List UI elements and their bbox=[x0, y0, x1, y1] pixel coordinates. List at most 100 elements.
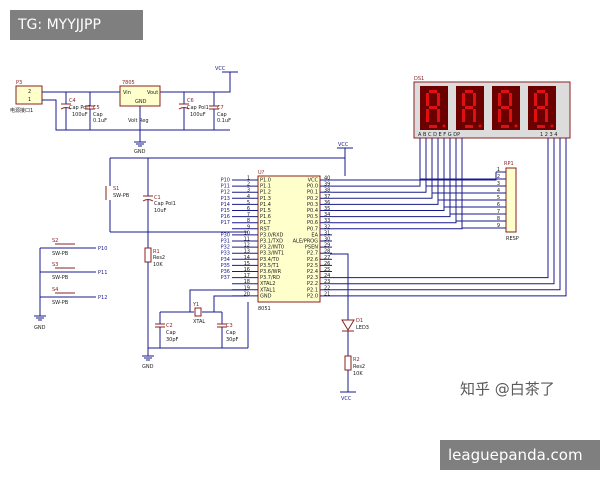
mcu-left-pin-name: XTAL2 bbox=[260, 281, 275, 287]
reg-name: Volt Reg bbox=[128, 118, 149, 124]
ds1-seg-letters: A B C D E F G DP bbox=[418, 132, 460, 138]
mcu-left-pin-net: P32 bbox=[221, 245, 230, 251]
reg-gnd: GND bbox=[135, 99, 147, 105]
c2-type: Cap bbox=[166, 330, 176, 336]
mcu-left-pin-net: P12 bbox=[221, 190, 230, 196]
digit-segment bbox=[545, 93, 548, 106]
seven-seg-digit bbox=[420, 86, 448, 130]
led-net bbox=[330, 253, 349, 320]
c4-val: 100uF bbox=[72, 112, 88, 118]
s1-type: SW-PB bbox=[113, 193, 130, 199]
rp1-body bbox=[505, 167, 517, 233]
mcu-left-pin-net: P11 bbox=[221, 184, 230, 190]
segment-to-rp bbox=[437, 199, 496, 205]
digit-segment bbox=[465, 106, 473, 109]
mcu-left-pin-num: 12 bbox=[244, 243, 250, 249]
mcu-right-pin-name: P2.0 bbox=[307, 293, 318, 299]
s3-ref: S3 bbox=[52, 262, 58, 268]
rp1-common bbox=[332, 172, 497, 181]
reg-ref: 7805 bbox=[122, 80, 135, 86]
mcu-left-pin-net: P13 bbox=[221, 196, 230, 202]
mcu-left-pin-name: P1.4 bbox=[260, 202, 271, 208]
reg-vout: Vout bbox=[147, 90, 158, 96]
r1-ref: R1 bbox=[153, 249, 160, 255]
segment-to-rp bbox=[443, 206, 496, 211]
mcu-left-pin-num: 5 bbox=[247, 200, 250, 206]
digit-segment bbox=[509, 93, 512, 106]
mcu-right-pin-num: 27 bbox=[324, 255, 330, 261]
s1-ref: S1 bbox=[113, 186, 119, 192]
mcu-right-pin-name: P2.5 bbox=[307, 263, 318, 269]
digit-dp bbox=[442, 124, 446, 128]
mcu-right-pin-name: P2.2 bbox=[307, 281, 318, 287]
segment-to-rp bbox=[455, 220, 496, 223]
mcu-right-pin-name: VCC bbox=[308, 178, 319, 184]
mcu-right-pin-num: 21 bbox=[324, 291, 330, 297]
y1-ref: Y1 bbox=[192, 302, 199, 308]
rp1-pin-num: 4 bbox=[497, 188, 500, 194]
digit-segment bbox=[537, 125, 545, 128]
mcu-right-pin-num: 31 bbox=[324, 230, 330, 236]
digit-segment bbox=[462, 93, 465, 106]
mcu-left-pin-name: P1.7 bbox=[260, 220, 271, 226]
mcu-left-pin-num: 8 bbox=[247, 218, 250, 224]
c5-type: Cap bbox=[93, 112, 103, 118]
mcu-left-pin-num: 7 bbox=[247, 212, 250, 218]
mcu-left-pin-net: P35 bbox=[221, 263, 230, 269]
mcu-right-pin-name: P2.6 bbox=[307, 257, 318, 263]
digit-segment bbox=[429, 106, 437, 109]
digit-select-line bbox=[332, 138, 561, 291]
s3-type: SW-PB bbox=[52, 275, 69, 281]
c7-ref: C7 bbox=[217, 105, 224, 111]
ds1-digit-numbers: 1 2 3 4 bbox=[540, 132, 558, 138]
mcu-right-pin-name: P0.7 bbox=[307, 226, 318, 232]
mcu-left-pin-name: XTAL1 bbox=[260, 287, 275, 293]
mcu-right-pin-name: P0.0 bbox=[307, 184, 318, 190]
rp1-type: RESP bbox=[506, 236, 519, 242]
digit-segment bbox=[545, 109, 548, 122]
mcu-left-pin-num: 3 bbox=[247, 188, 250, 194]
crystal-section: Y1 XTAL C2 Cap 30pF C3 Cap 30pF bbox=[148, 289, 249, 349]
mcu-right-pin-name: P0.1 bbox=[307, 190, 318, 196]
reg-vin: Vin bbox=[123, 90, 131, 96]
digit-segment bbox=[462, 109, 465, 122]
mcu-right-pin-name: P0.2 bbox=[307, 196, 318, 202]
mcu-right-pin-num: 29 bbox=[324, 243, 330, 249]
c7-val: 0.1uF bbox=[217, 118, 231, 124]
c6-ref: C6 bbox=[187, 98, 194, 104]
mcu-left-pin-name: P3.0/RXD bbox=[260, 232, 284, 238]
digit-segment bbox=[437, 93, 440, 106]
digit-segment bbox=[534, 109, 537, 122]
segment-to-rp bbox=[461, 227, 496, 229]
mcu-right-pin-name: ALE/PROG bbox=[293, 239, 318, 245]
mcu-right-pin-num: 26 bbox=[324, 261, 330, 267]
digit-select-line bbox=[332, 138, 567, 297]
mcu-right-pin-num: 33 bbox=[324, 218, 330, 224]
xtal2-net bbox=[189, 289, 248, 312]
c2-val: 30pF bbox=[166, 337, 179, 343]
mcu-right-pin-name: P0.4 bbox=[307, 208, 318, 214]
digit-segment bbox=[429, 90, 437, 93]
digit-segment bbox=[498, 93, 501, 106]
mcu-left-pin-net: P36 bbox=[221, 269, 230, 275]
digit-segment bbox=[426, 93, 429, 106]
c1-plate2 bbox=[142, 199, 154, 202]
mcu-right-pin-num: 38 bbox=[324, 188, 330, 194]
mcu-ref: U? bbox=[258, 170, 265, 176]
mcu-left-pin-name: P3.7/RD bbox=[260, 275, 280, 281]
digit-segment bbox=[465, 125, 473, 128]
c4-ref: C4 bbox=[69, 98, 76, 104]
mcu-right-pin-num: 40 bbox=[324, 176, 330, 182]
mcu-left-pin-name: P3.3/INT1 bbox=[260, 251, 284, 257]
digit-segment bbox=[501, 106, 509, 109]
r2-val: 10K bbox=[353, 371, 363, 377]
c6-plate2 bbox=[178, 107, 190, 110]
mcu-right-pin-num: 30 bbox=[324, 237, 330, 243]
seven-seg-digit bbox=[492, 86, 520, 130]
rp1-pin-num: 1 bbox=[497, 167, 500, 173]
rp1-pin-num: 2 bbox=[497, 174, 500, 180]
